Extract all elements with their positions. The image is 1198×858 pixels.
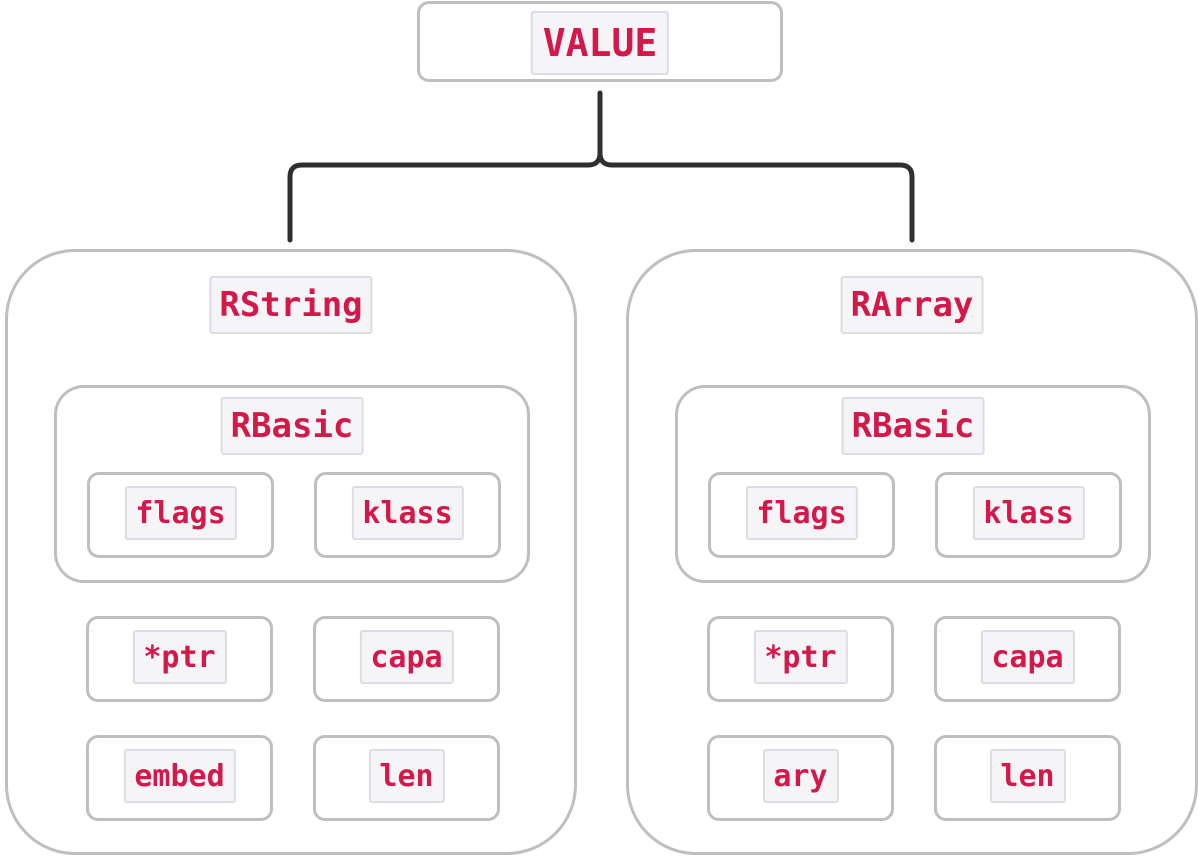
field-label: *ptr xyxy=(753,630,848,684)
value-label: VALUE xyxy=(530,11,670,75)
field-label: embed xyxy=(123,749,236,803)
rstring-rbasic: RBasic flags klass xyxy=(54,385,530,583)
field-label: klass xyxy=(351,486,464,540)
rarray-field-klass: klass xyxy=(935,472,1122,558)
field-label: ary xyxy=(762,749,839,803)
rarray-struct: RArray RBasic flags klass *ptr capa ary … xyxy=(626,249,1198,855)
value-box: VALUE xyxy=(417,1,783,82)
rarray-field-len: len xyxy=(934,735,1121,821)
rstring-field-capa: capa xyxy=(313,616,500,702)
rarray-title: RArray xyxy=(840,276,984,334)
field-label: flags xyxy=(745,486,858,540)
field-label: capa xyxy=(359,630,454,684)
field-label: len xyxy=(989,749,1066,803)
rarray-rbasic-title: RBasic xyxy=(841,397,985,455)
field-label: capa xyxy=(980,630,1075,684)
field-label: flags xyxy=(124,486,237,540)
rarray-field-flags: flags xyxy=(708,472,895,558)
rstring-field-flags: flags xyxy=(87,472,274,558)
rstring-field-ptr: *ptr xyxy=(86,616,273,702)
rarray-field-capa: capa xyxy=(934,616,1121,702)
rstring-field-klass: klass xyxy=(314,472,501,558)
field-label: len xyxy=(368,749,445,803)
rstring-rbasic-title: RBasic xyxy=(220,397,364,455)
rstring-field-len: len xyxy=(313,735,500,821)
rstring-title: RString xyxy=(209,276,373,334)
rarray-field-ary: ary xyxy=(707,735,894,821)
rarray-rbasic: RBasic flags klass xyxy=(675,385,1151,583)
rstring-field-embed: embed xyxy=(86,735,273,821)
rstring-struct: RString RBasic flags klass *ptr capa emb… xyxy=(5,249,577,855)
field-label: klass xyxy=(972,486,1085,540)
rarray-field-ptr: *ptr xyxy=(707,616,894,702)
field-label: *ptr xyxy=(132,630,227,684)
